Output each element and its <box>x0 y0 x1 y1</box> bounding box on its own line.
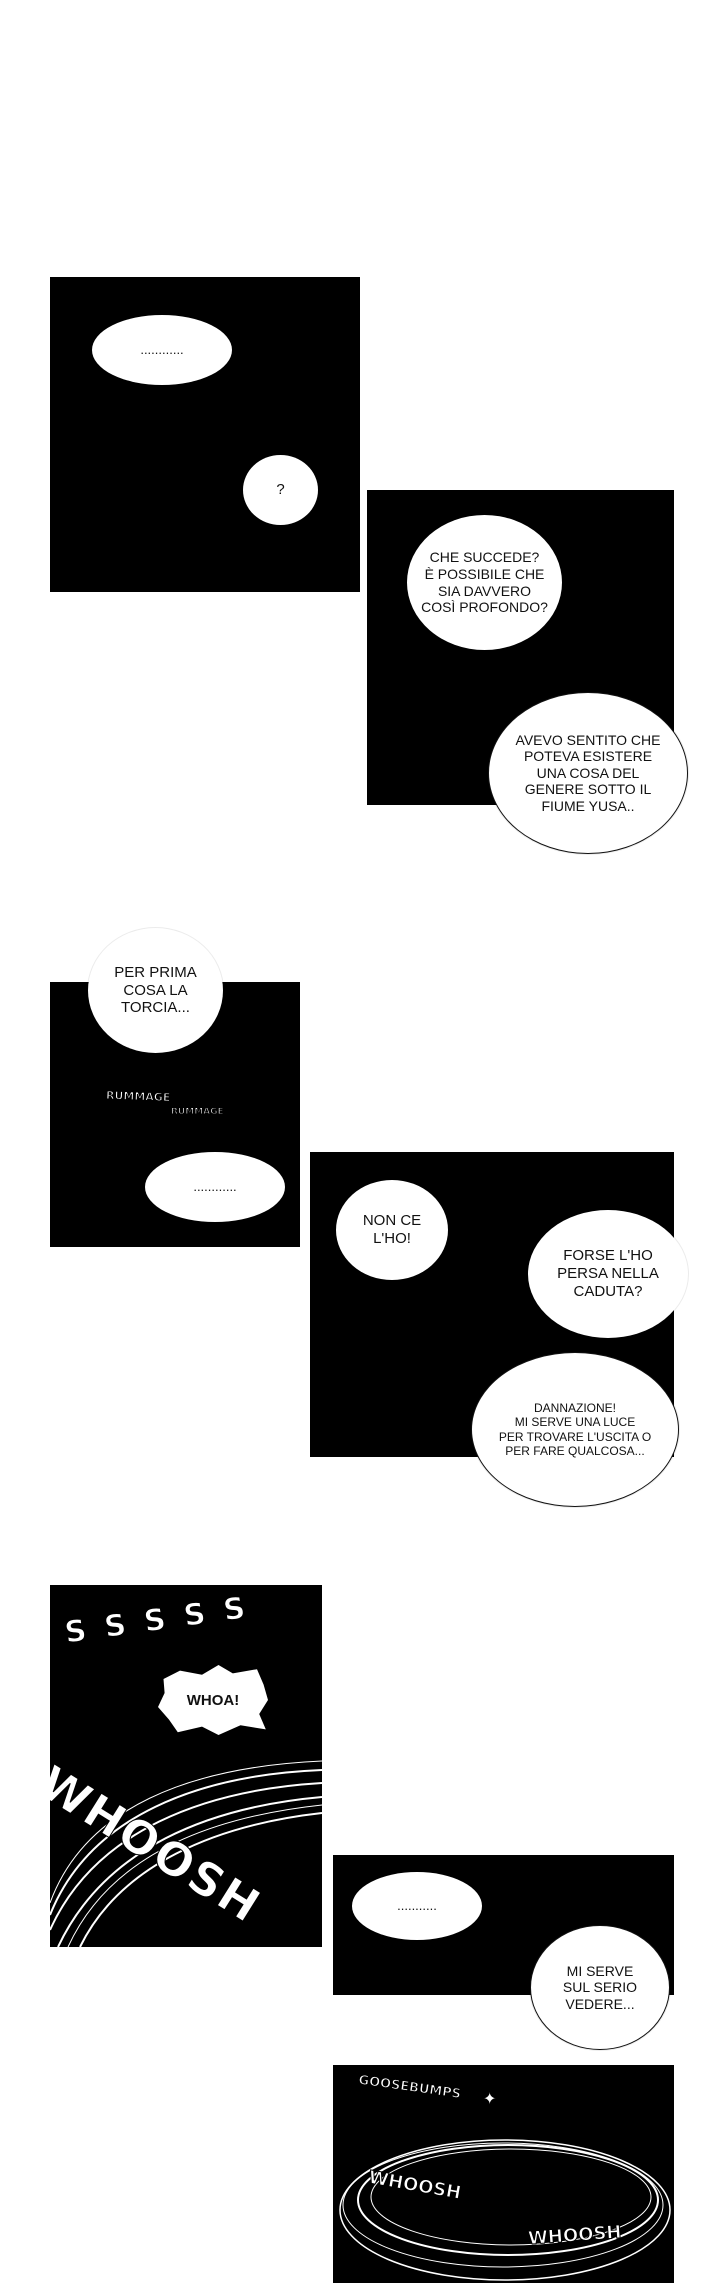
speech-bubble: ............ <box>145 1152 285 1222</box>
star-icon: ✦ <box>483 2089 497 2108</box>
comic-panel-7: GOOSEBUMPS ✦ WHOOSH WHOOSH <box>333 2065 674 2283</box>
speech-bubble: NON CE L'HO! <box>336 1180 448 1280</box>
speech-bubble: FORSE L'HO PERSA NELLA CADUTA? <box>528 1210 688 1338</box>
swoosh-lines <box>339 2139 671 2281</box>
comic-panel-5: S S S S S WHOOSH WHOA! <box>50 1585 322 1947</box>
sfx-rummage: RUMMAGE <box>171 1107 225 1118</box>
speech-bubble: DANNAZIONE! MI SERVE UNA LUCE PER TROVAR… <box>471 1352 679 1507</box>
speech-bubble: AVEVO SENTITO CHE POTEVA ESISTERE UNA CO… <box>488 692 688 854</box>
burst-text: WHOA! <box>186 1691 240 1709</box>
swoosh-lines <box>50 1760 322 1947</box>
burst-bubble: WHOA! <box>158 1665 268 1735</box>
speech-bubble: CHE SUCCEDE? È POSSIBILE CHE SIA DAVVERO… <box>407 515 562 650</box>
speech-bubble: PER PRIMA COSA LA TORCIA... <box>88 928 223 1053</box>
speech-bubble: MI SERVE SUL SERIO VEDERE... <box>530 1925 670 2050</box>
speech-bubble: ............ <box>92 315 232 385</box>
speech-bubble: ? <box>243 455 318 525</box>
speech-bubble: ........... <box>352 1872 482 1940</box>
sfx-rummage: RUMMAGE <box>105 1088 171 1105</box>
